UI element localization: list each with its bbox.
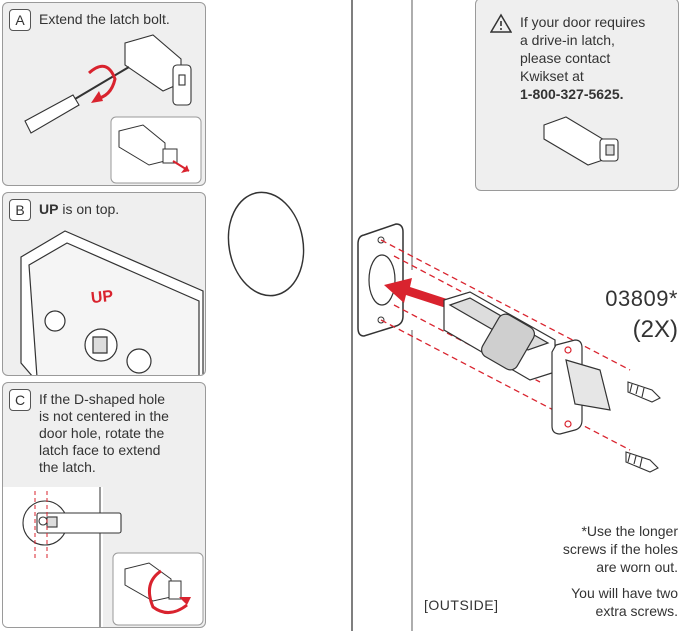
part-number: 03809* bbox=[605, 286, 678, 311]
outside-label: [OUTSIDE] bbox=[424, 597, 499, 613]
step-a-panel: A Extend the latch bolt. bbox=[2, 2, 206, 186]
rotate-arrow-icon bbox=[88, 64, 117, 101]
drive-in-latch-icon bbox=[543, 116, 619, 166]
step-c-letter: C bbox=[9, 389, 31, 411]
notice-line-3: please contact bbox=[520, 50, 611, 66]
door-hole bbox=[227, 191, 305, 297]
extra-screws-line-1: You will have two bbox=[571, 585, 678, 601]
latch-icon bbox=[124, 34, 192, 106]
step-c-line-1: If the D-shaped hole bbox=[39, 391, 166, 407]
latch-assembly bbox=[443, 291, 611, 435]
notice-phone: 1-800-327-5625. bbox=[520, 86, 624, 102]
step-b-rest: is on top. bbox=[58, 201, 120, 217]
notice-line-2: a drive-in latch, bbox=[520, 32, 615, 48]
step-b-text: UP is on top. bbox=[39, 201, 119, 218]
rotate-arrow-icon-c bbox=[147, 569, 188, 614]
longer-screws-line-1: *Use the longer bbox=[581, 523, 678, 539]
step-a-letter: A bbox=[9, 9, 31, 31]
up-label: UP bbox=[90, 287, 115, 308]
notice-text: If your door requires a drive-in latch, … bbox=[520, 13, 678, 103]
door-edge-bore bbox=[357, 223, 404, 337]
step-b-bold: UP bbox=[39, 201, 59, 217]
longer-screws-line-3: are worn out. bbox=[596, 559, 678, 575]
step-c-text: If the D-shaped hole is not centered in … bbox=[39, 391, 169, 476]
part-quantity: (2X) bbox=[632, 316, 678, 343]
screw-icon bbox=[627, 381, 661, 403]
longer-screws-note: *Use the longer screws if the holes are … bbox=[563, 522, 678, 576]
step-c-line-4: latch face to extend bbox=[39, 442, 161, 458]
latch-housing bbox=[20, 230, 204, 375]
extra-screws-note: You will have two extra screws. bbox=[571, 584, 678, 620]
insert-arrow-icon bbox=[384, 278, 450, 308]
drive-in-latch-notice: If your door requires a drive-in latch, … bbox=[475, 0, 679, 191]
extra-screws-line-2: extra screws. bbox=[595, 603, 678, 619]
step-c-line-5: the latch. bbox=[39, 459, 96, 475]
notice-line-4: Kwikset at bbox=[520, 68, 584, 84]
step-c-line-3: door hole, rotate the bbox=[39, 425, 165, 441]
screw-icon-2 bbox=[625, 451, 659, 473]
longer-screws-line-2: screws if the holes bbox=[562, 541, 678, 557]
step-b-panel: B UP is on top. UP bbox=[2, 192, 206, 376]
step-b-letter: B bbox=[9, 199, 31, 221]
notice-line-1: If your door requires bbox=[520, 14, 646, 30]
step-c-line-2: is not centered in the bbox=[39, 408, 169, 424]
step-a-text: Extend the latch bolt. bbox=[39, 11, 170, 27]
screwdriver-icon bbox=[24, 66, 130, 134]
step-c-panel: C If the D-shaped hole is not centered i… bbox=[2, 382, 206, 628]
warning-icon bbox=[490, 13, 512, 33]
